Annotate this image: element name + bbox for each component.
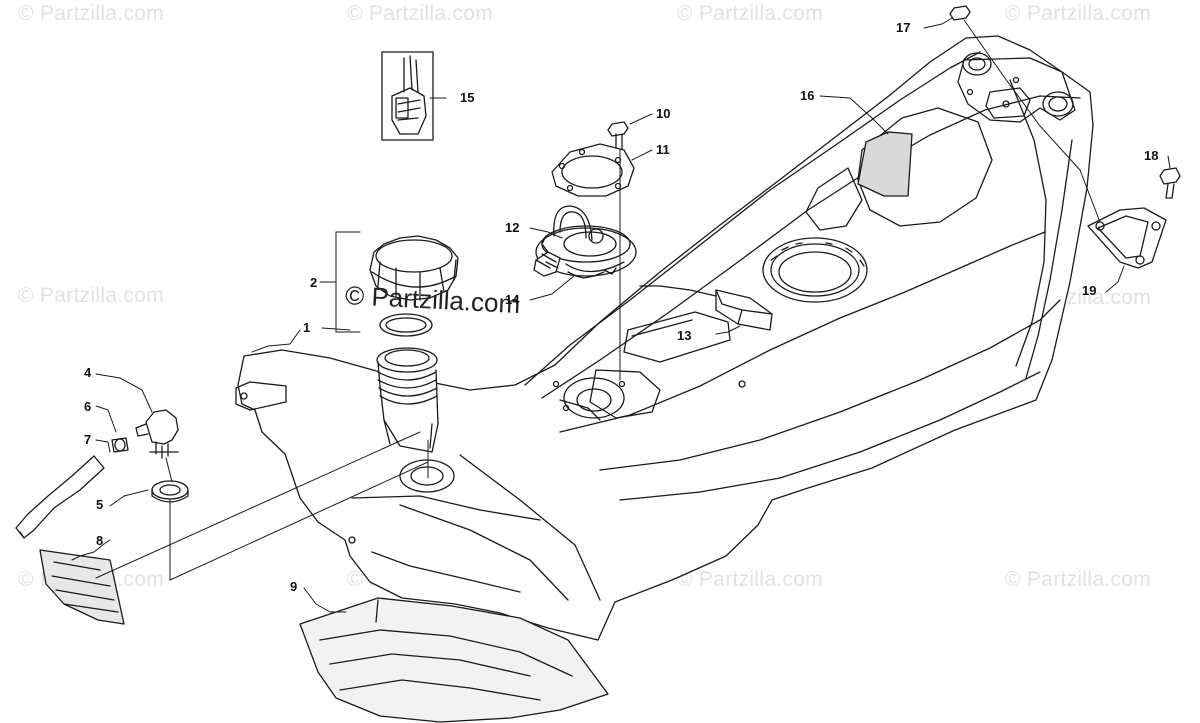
callout-9: 9 <box>290 579 298 594</box>
callout-19: 19 <box>1082 283 1097 298</box>
callout-5: 5 <box>96 497 104 512</box>
watermark: © Partzilla.com <box>18 284 165 307</box>
watermark: © Partzilla.com <box>677 568 824 591</box>
fuel-tank-body <box>235 35 1094 641</box>
fuel-pump <box>533 205 637 279</box>
callout-11: 11 <box>656 142 670 157</box>
callout-10: 10 <box>656 106 671 121</box>
watermark: © Partzilla.com <box>1005 2 1152 25</box>
callout-12: 12 <box>505 220 520 235</box>
callout-17: 17 <box>896 20 911 35</box>
watermark: © Partzilla.com <box>1005 568 1152 591</box>
callout-13: 13 <box>677 328 692 343</box>
bolt-and-gasket <box>551 121 635 197</box>
bracket <box>949 5 1181 269</box>
callout-15: 15 <box>460 90 475 105</box>
callout-1: 1 <box>303 320 311 335</box>
connector-inset <box>381 51 434 141</box>
callout-18: 18 <box>1144 148 1159 163</box>
callout-7: 7 <box>84 432 92 447</box>
skid-plate <box>299 597 609 723</box>
fuel-cap <box>369 235 459 337</box>
pad-rear <box>39 549 125 625</box>
callout-2: 2 <box>310 275 318 290</box>
callout-16: 16 <box>800 88 815 103</box>
filler-neck <box>376 347 439 453</box>
vent-fitting <box>15 409 189 539</box>
watermark: © Partzilla.com <box>677 2 824 25</box>
leader-lines <box>71 17 1171 613</box>
watermark: © Partzilla.com <box>18 2 165 25</box>
callout-4: 4 <box>84 365 92 380</box>
watermark: © Partzilla.com <box>347 2 494 25</box>
callout-6: 6 <box>84 399 92 414</box>
callout-8: 8 <box>96 533 104 548</box>
callout-14: 14 <box>505 292 520 307</box>
